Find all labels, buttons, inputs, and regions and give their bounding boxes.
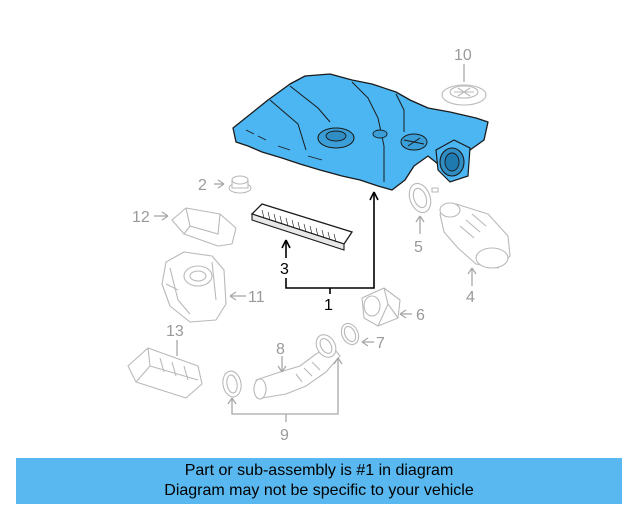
callout-12[interactable]: 12 [132,209,150,226]
callout-9[interactable]: 9 [280,427,289,444]
callout-1[interactable]: 1 [324,297,333,314]
part-9-clamps[interactable] [221,331,340,398]
callout-4[interactable]: 4 [466,289,475,306]
callout-2[interactable]: 2 [198,177,207,194]
part-1-engine-cover[interactable] [232,73,489,191]
banner-line-2: Diagram may not be specific to your vehi… [164,482,474,499]
leader-9 [231,358,339,415]
callout-6[interactable]: 6 [416,307,425,324]
part-12-bracket[interactable] [171,207,237,247]
part-11-air-box[interactable] [161,251,227,323]
part-10-grommet[interactable] [441,84,487,106]
callout-3[interactable]: 3 [280,261,289,278]
part-13-resonator[interactable] [127,347,203,399]
part-4-intake-hose[interactable] [439,202,511,269]
part-6-maf-sensor[interactable] [361,287,401,327]
callout-7[interactable]: 7 [376,335,385,352]
callout-10[interactable]: 10 [454,47,472,64]
banner-line-1: Part or sub-assembly is #1 in diagram [184,462,454,479]
info-banner: Part or sub-assembly is #1 in diagram Di… [16,458,622,504]
part-2-grommet[interactable] [228,175,252,194]
callout-13[interactable]: 13 [166,323,184,340]
part-3-air-filter[interactable] [250,203,354,251]
parts-diagram: 10 2 3 1 12 [127,47,511,444]
part-5-clamp[interactable] [405,180,439,215]
callout-8[interactable]: 8 [276,341,285,358]
part-8-air-duct[interactable] [253,345,341,400]
part-7-seal[interactable] [338,321,362,348]
callout-11[interactable]: 11 [248,289,265,306]
callout-5[interactable]: 5 [414,239,423,256]
